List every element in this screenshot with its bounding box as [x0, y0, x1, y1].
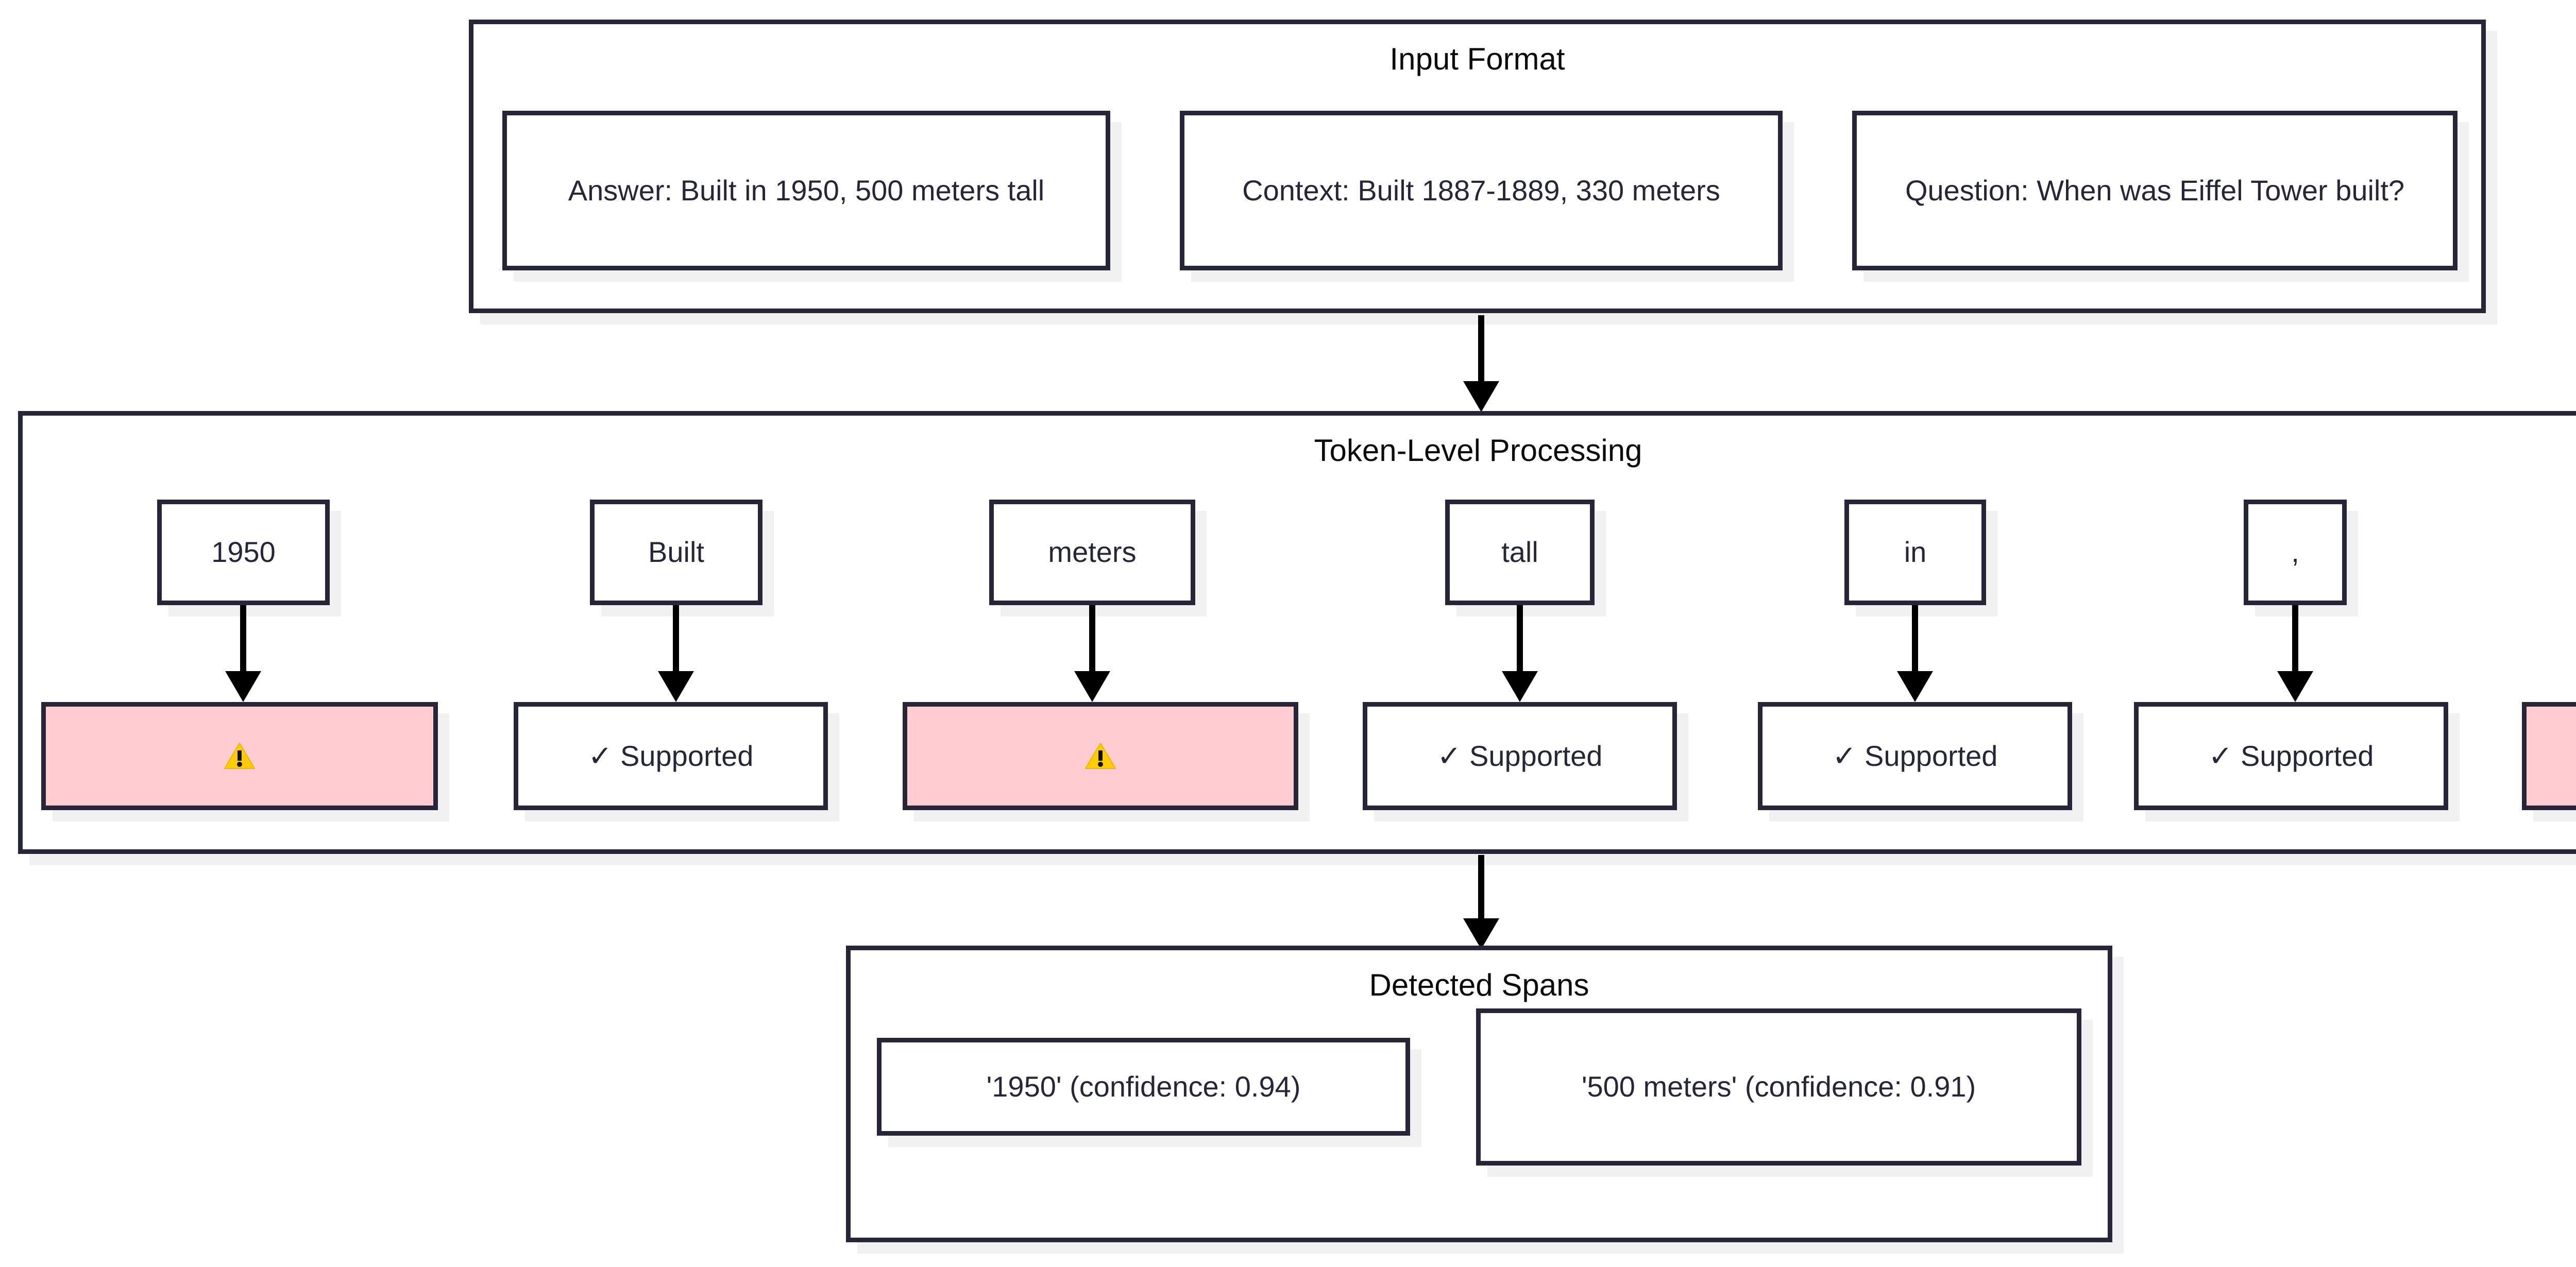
- input-card-question[interactable]: Question: When was Eiffel Tower built?: [1852, 111, 2458, 270]
- status-box-in[interactable]: ✓ Supported: [1758, 702, 2072, 810]
- token-label: in: [1904, 536, 1927, 569]
- status-label: ✓ Supported: [2208, 739, 2374, 772]
- connector-token-meters-to-status: [1069, 605, 1115, 703]
- token-label: ,: [2291, 536, 2299, 569]
- token-box-in[interactable]: in: [1844, 500, 1986, 605]
- input-format-title: Input Format: [1389, 42, 1565, 76]
- status-box-built[interactable]: ✓ Supported: [514, 702, 828, 810]
- connector-token-1950-to-status: [220, 605, 266, 703]
- token-box-meters[interactable]: meters: [989, 500, 1195, 605]
- span-card-1950-text: '1950' (confidence: 0.94): [986, 1070, 1301, 1103]
- connector-token-built-to-status: [653, 605, 699, 703]
- token-label: Built: [648, 536, 704, 569]
- span-card-500-meters[interactable]: '500 meters' (confidence: 0.91): [1476, 1008, 2081, 1166]
- token-label: meters: [1048, 536, 1137, 569]
- connector-token-tall-to-status: [1497, 605, 1543, 703]
- input-card-context[interactable]: Context: Built 1887-1889, 330 meters: [1180, 111, 1783, 270]
- input-card-answer[interactable]: Answer: Built in 1950, 500 meters tall: [502, 111, 1110, 270]
- span-card-1950[interactable]: '1950' (confidence: 0.94): [877, 1038, 1410, 1136]
- token-box-built[interactable]: Built: [590, 500, 762, 605]
- token-box-1950[interactable]: 1950: [157, 500, 330, 605]
- connector-token-in-to-status: [1892, 605, 1938, 703]
- connector-tokens-to-spans: [1458, 855, 1504, 950]
- connector-token-comma-to-status: [2272, 605, 2318, 703]
- token-box-tall[interactable]: tall: [1445, 500, 1595, 605]
- status-box-meters[interactable]: [903, 702, 1298, 810]
- status-box-comma[interactable]: ✓ Supported: [2134, 702, 2448, 810]
- detected-spans-title: Detected Spans: [1369, 968, 1589, 1002]
- warning-icon: [224, 742, 256, 771]
- status-box-500[interactable]: [2522, 702, 2576, 810]
- token-box-comma[interactable]: ,: [2244, 500, 2347, 605]
- token-label: 1950: [211, 536, 276, 569]
- status-label: ✓ Supported: [588, 739, 754, 772]
- status-label: ✓ Supported: [1437, 739, 1603, 772]
- token-label: tall: [1501, 536, 1538, 569]
- span-card-500-meters-text: '500 meters' (confidence: 0.91): [1581, 1070, 1976, 1103]
- status-box-1950[interactable]: [41, 702, 438, 810]
- status-box-tall[interactable]: ✓ Supported: [1363, 702, 1677, 810]
- status-label: ✓ Supported: [1832, 739, 1998, 772]
- input-card-answer-text: Answer: Built in 1950, 500 meters tall: [568, 174, 1045, 207]
- warning-icon: [1084, 742, 1116, 771]
- input-card-context-text: Context: Built 1887-1889, 330 meters: [1242, 174, 1720, 207]
- token-processing-title: Token-Level Processing: [1314, 433, 1642, 468]
- connector-input-to-tokens: [1458, 315, 1504, 413]
- input-card-question-text: Question: When was Eiffel Tower built?: [1905, 174, 2405, 207]
